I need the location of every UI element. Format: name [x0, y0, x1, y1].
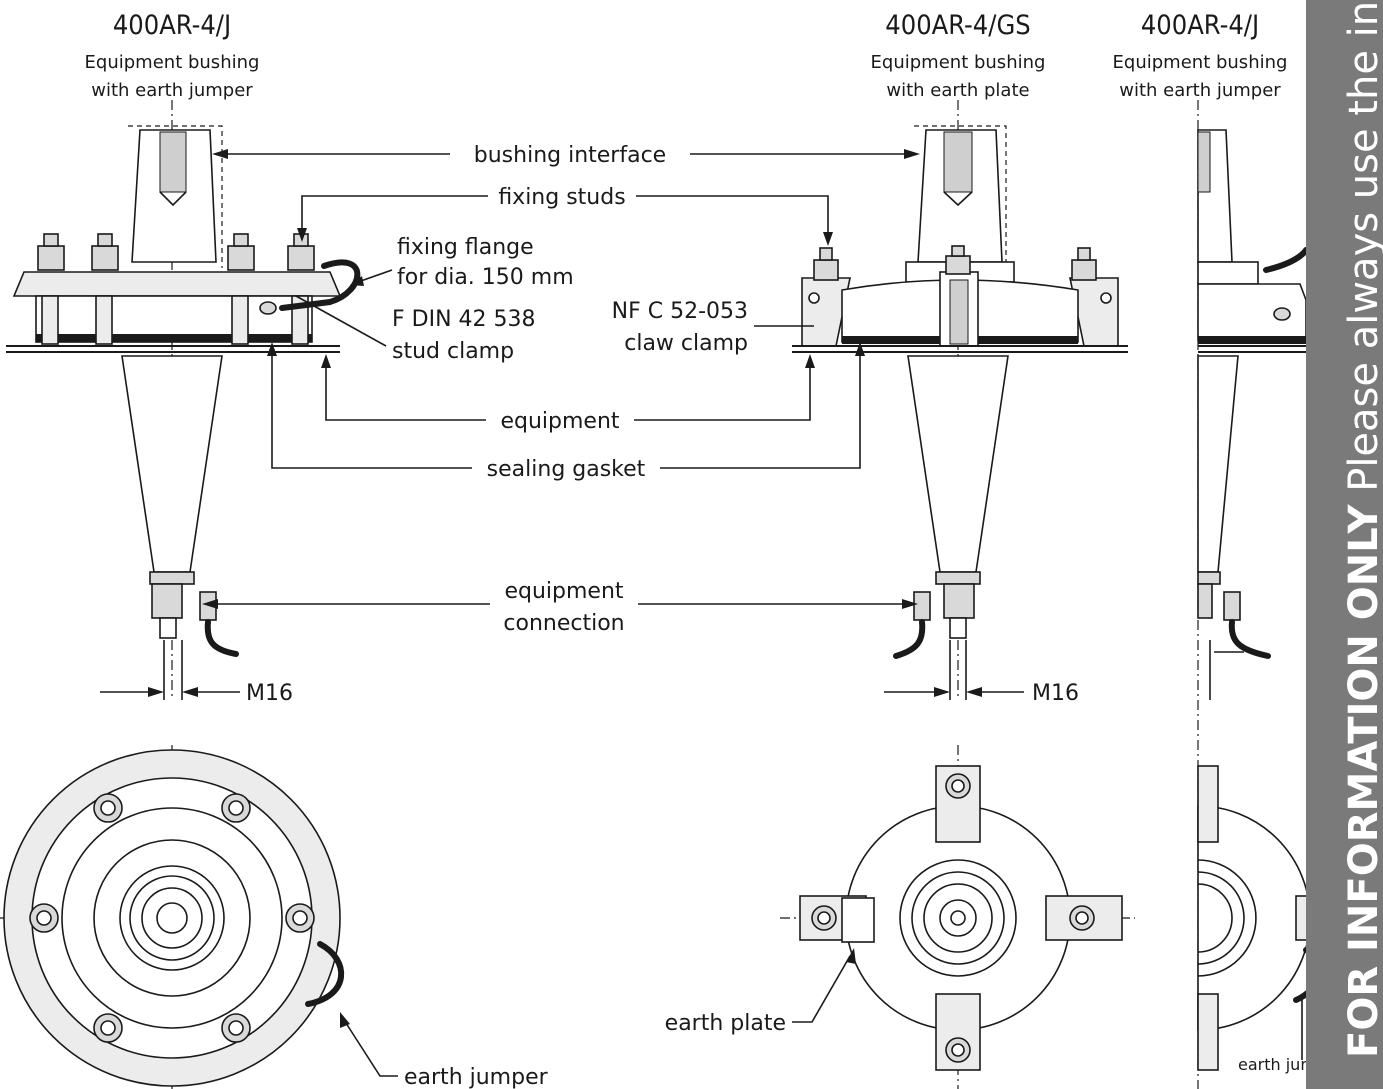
view-title-middle: 400AR-4/GS Equipment bushing with earth …: [871, 10, 1046, 101]
label-m16-right: M16: [1032, 681, 1079, 706]
label-nfc-standard: NF C 52-053: [612, 299, 748, 324]
label-earth-jumper: earth jumper: [404, 1065, 549, 1089]
annotation-leaders: [100, 149, 1303, 1077]
svg-text:Equipment bushing: Equipment bushing: [85, 52, 260, 73]
svg-text:with earth jumper: with earth jumper: [91, 80, 253, 101]
svg-text:with earth plate: with earth plate: [886, 80, 1029, 101]
label-claw-clamp: claw clamp: [624, 331, 748, 356]
banner-rest-text: Please always use the instructions suppl…: [1341, 0, 1383, 505]
label-equipment-connection-1: equipment: [504, 579, 623, 604]
view-title-left: 400AR-4/J Equipment bushing with earth j…: [85, 10, 260, 101]
label-fixing-flange: fixing flange: [397, 235, 534, 260]
svg-text:400AR-4/J: 400AR-4/J: [1141, 10, 1259, 41]
label-fixing-studs: fixing studs: [498, 185, 625, 210]
label-sealing-gasket: sealing gasket: [487, 457, 646, 482]
banner-text: FOR INFORMATION ONLY Please always use t…: [1341, 0, 1383, 1058]
svg-text:Equipment bushing: Equipment bushing: [871, 52, 1046, 73]
view-title-right: 400AR-4/J Equipment bushing with earth j…: [1113, 10, 1288, 101]
svg-text:400AR-4/J: 400AR-4/J: [113, 10, 231, 41]
middle-plan-view: [780, 745, 1135, 1089]
label-equipment: equipment: [500, 409, 619, 434]
label-bushing-interface: bushing interface: [474, 143, 666, 168]
svg-text:400AR-4/GS: 400AR-4/GS: [885, 10, 1030, 41]
svg-text:Equipment bushing: Equipment bushing: [1113, 52, 1288, 73]
left-plan-view: [0, 745, 345, 1089]
label-stud-clamp: stud clamp: [392, 339, 514, 364]
information-banner: FOR INFORMATION ONLY Please always use t…: [1306, 0, 1383, 1089]
left-side-view: [6, 100, 361, 700]
label-fixing-flange-dia: for dia. 150 mm: [397, 265, 574, 290]
annotation-labels: bushing interface fixing studs fixing fl…: [246, 143, 1343, 1089]
middle-side-view: [792, 100, 1128, 700]
svg-text:with earth jumper: with earth jumper: [1119, 80, 1281, 101]
label-din-standard: F DIN 42 538: [392, 307, 536, 332]
banner-bold-text: FOR INFORMATION ONLY: [1341, 504, 1383, 1058]
right-partial-side-view: [1197, 100, 1309, 1089]
label-m16-left: M16: [246, 681, 293, 706]
label-earth-plate: earth plate: [665, 1011, 786, 1036]
label-equipment-connection-2: connection: [503, 611, 624, 636]
